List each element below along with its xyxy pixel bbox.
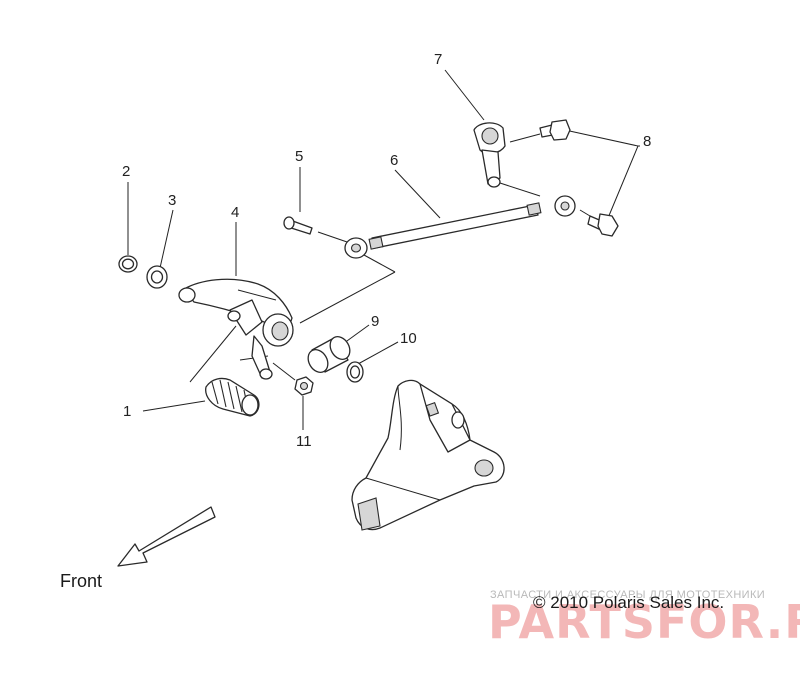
foot-peg-rubber-part-1 — [205, 377, 260, 417]
copyright-text: © 2010 Polaris Sales Inc. — [533, 593, 724, 612]
bolt-part-8-upper — [539, 119, 571, 141]
leader-7 — [444, 69, 485, 121]
callout-1: 1 — [123, 403, 131, 420]
callout-4: 4 — [231, 204, 239, 221]
washer-part-3 — [146, 265, 168, 289]
leader-6 — [394, 169, 441, 219]
callout-10: 10 — [400, 330, 417, 347]
callout-6: 6 — [390, 152, 398, 169]
snap-ring-part-2 — [118, 255, 138, 273]
callout-3: 3 — [168, 192, 176, 209]
leader-lines — [127, 69, 640, 430]
leader-1 — [142, 400, 206, 412]
watermark-brand: PARTSFOR.RU — [488, 595, 800, 649]
callout-11: 11 — [296, 433, 312, 450]
leader-3 — [159, 209, 174, 269]
align-pin-rod — [317, 231, 351, 244]
callout-5: 5 — [295, 148, 303, 165]
align-rod-lever — [363, 254, 396, 273]
callout-7: 7 — [434, 51, 442, 68]
align-bolt-arm — [509, 133, 541, 143]
callout-9: 9 — [371, 313, 379, 330]
watermark: ЗАПЧАСТИ И АКСЕССУАРЫ ДЛЯ МОТОТЕХНИКИ PA… — [488, 589, 800, 649]
callout-8: 8 — [643, 133, 651, 150]
callout-numbers: 1 2 3 4 5 6 7 8 9 10 11 — [122, 51, 651, 450]
front-label: Front — [60, 571, 102, 591]
leader-8 — [564, 129, 639, 219]
watermark-tagline: ЗАПЧАСТИ И АКСЕССУАРЫ ДЛЯ МОТОТЕХНИКИ — [490, 589, 765, 601]
align-lever-nut-2 — [272, 362, 296, 381]
washer-part-10 — [346, 361, 364, 383]
bolt-part-8-lower — [587, 213, 619, 237]
shift-arm-part-7 — [473, 122, 506, 188]
align-arm-rod — [499, 182, 541, 197]
mounting-bracket — [351, 379, 505, 531]
shift-linkage-rod-part-6 — [344, 195, 576, 259]
front-direction-arrow — [117, 506, 216, 567]
callout-2: 2 — [122, 163, 130, 180]
clevis-pin-part-5 — [283, 216, 313, 235]
bushing-part-9 — [307, 336, 351, 373]
shift-pedal-part-4 — [178, 278, 294, 380]
align-pedal-peg — [189, 325, 237, 383]
nut-part-11 — [294, 376, 314, 396]
leader-10 — [357, 341, 399, 365]
align-rod-lever-2 — [299, 271, 396, 324]
